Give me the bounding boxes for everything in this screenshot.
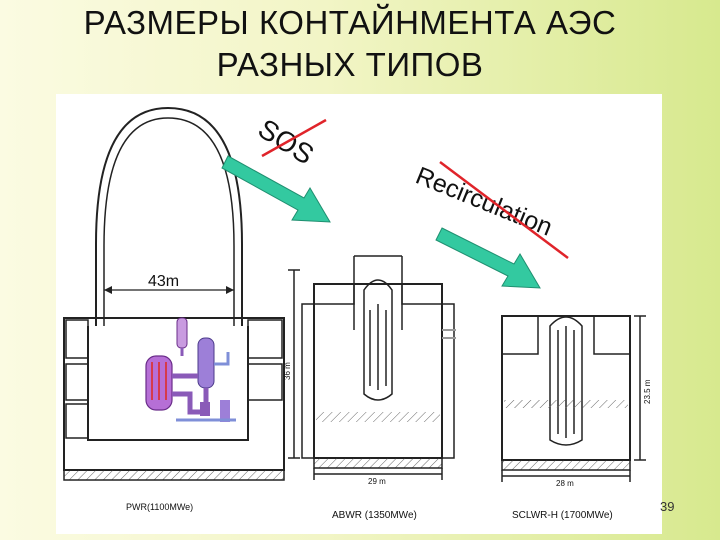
pwr-containment <box>63 106 285 481</box>
slide-title-line-2: РАЗНЫХ ТИПОВ <box>216 46 484 83</box>
abwr-rpv <box>363 279 393 401</box>
sclwr-height-label: 23.5 m <box>643 379 652 404</box>
sclwr-building <box>501 315 646 482</box>
sos-strike <box>261 118 327 158</box>
abwr-caption: ABWR (1350MWe) <box>332 510 417 521</box>
pwr-pressurizer <box>176 317 188 349</box>
page-number: 39 <box>660 499 675 514</box>
pwr-caption: PWR(1100MWe) <box>126 502 193 512</box>
abwr-height-label: 36 m <box>283 362 292 380</box>
sos-arrow <box>221 155 331 223</box>
containment-diagram: 43m <box>63 106 652 521</box>
sclwr-width-label: 28 m <box>556 479 574 488</box>
abwr-building <box>288 255 455 480</box>
recirculation-strike <box>439 161 569 259</box>
pwr-primary-loop <box>145 317 236 422</box>
pwr-width-label: 43m <box>148 273 179 290</box>
slide-title-line-1: РАЗМЕРЫ КОНТАЙНМЕНТА АЭС <box>83 4 617 41</box>
pwr-steam-generator <box>197 337 215 389</box>
pwr-dome <box>95 106 243 326</box>
containment-comparison-figure: 43m <box>56 94 662 534</box>
slide-title: РАЗМЕРЫ КОНТАЙНМЕНТА АЭС РАЗНЫХ ТИПОВ <box>30 2 670 86</box>
abwr-width-label: 29 m <box>368 477 386 486</box>
recirculation-arrow <box>435 227 541 289</box>
sclwr-caption: SCLWR-H (1700MWe) <box>512 510 613 521</box>
equals-mark <box>442 329 456 339</box>
sclwr-rpv <box>549 316 583 446</box>
recirculation-label: Recirculation <box>412 162 556 242</box>
